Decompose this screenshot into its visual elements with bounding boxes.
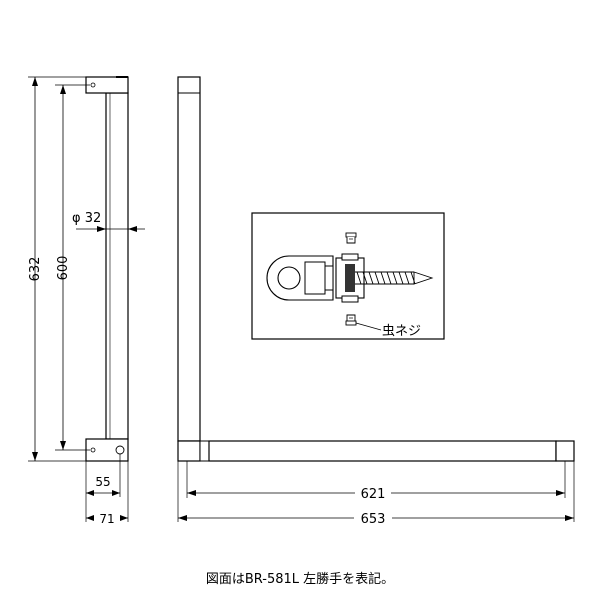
dim-653: 653 xyxy=(177,461,575,527)
dim-center-height-label: 600 xyxy=(56,256,71,281)
bottom-bracket-screw-hole xyxy=(90,447,96,453)
dim-diameter-label: φ 32 xyxy=(72,211,101,226)
side-arm-end-bracket xyxy=(555,440,575,462)
side-elbow-cap xyxy=(177,440,201,462)
detail-bottom-set-screw xyxy=(345,314,357,326)
side-horizontal-arm xyxy=(208,440,557,462)
dim-base-width-label: 71 xyxy=(99,512,114,526)
detail-eye-hole xyxy=(277,266,301,290)
front-view xyxy=(85,76,129,462)
detail-top-set-screw xyxy=(345,232,357,244)
dim-600: 600 xyxy=(55,84,90,451)
dim-overall-height-label: 632 xyxy=(28,257,43,282)
detail-screw-tip xyxy=(413,271,434,285)
drawing-caption: 図面はBR-581L 左勝手を表記。 xyxy=(205,572,395,587)
vertical-bar xyxy=(105,92,129,440)
detail-inner-bracket xyxy=(304,261,326,295)
detail-frame xyxy=(251,212,445,340)
detail-washer-stack xyxy=(345,264,355,292)
detail-inset: 虫ネジ xyxy=(251,212,445,340)
side-view xyxy=(177,76,575,462)
dim-arm-length-label: 621 xyxy=(361,487,386,502)
detail-callout-label: 虫ネジ xyxy=(382,324,421,339)
side-connector xyxy=(199,440,210,462)
detail-callout-leader xyxy=(355,322,382,331)
side-vertical-post xyxy=(177,76,201,442)
detail-top-nut xyxy=(341,253,359,261)
dim-55: 55 xyxy=(85,454,121,522)
dim-632: 632 xyxy=(28,76,86,462)
top-bracket xyxy=(85,76,129,94)
dim-71: 71 xyxy=(86,461,129,526)
detail-bottom-nut xyxy=(341,295,359,303)
detail-screw-threads xyxy=(356,271,416,285)
detail-bracket-lip xyxy=(324,265,334,291)
top-bracket-screw-hole xyxy=(90,82,96,88)
dim-621: 621 xyxy=(186,461,566,502)
dim-phi32: φ 32 xyxy=(72,211,145,232)
dim-base-depth-label: 55 xyxy=(95,475,110,489)
bottom-bracket xyxy=(85,438,129,462)
dim-overall-length-label: 653 xyxy=(361,512,386,527)
